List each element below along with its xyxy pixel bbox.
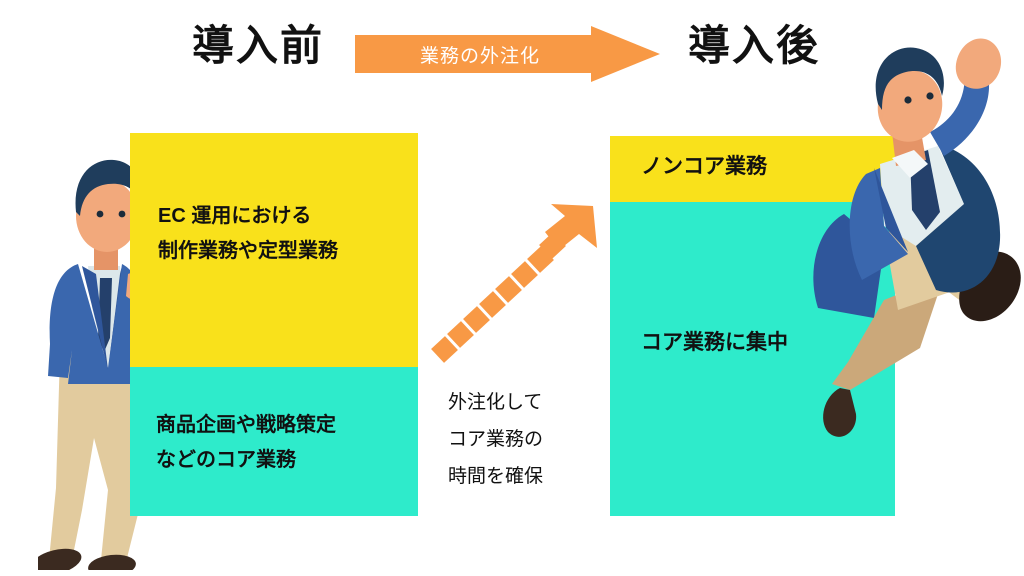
outsourcing-banner-arrow: 業務の外注化 [355, 26, 660, 82]
before-core-label: 商品企画や戦略策定 などのコア業務 [156, 414, 336, 471]
after-noncore-label: ノンコア業務 [641, 155, 767, 178]
dashed-up-right-arrow-icon [425, 200, 605, 375]
banner-arrow-label: 業務の外注化 [419, 45, 540, 67]
before-noncore-segment [130, 133, 418, 367]
middle-caption: 外注化して コア業務の 時間を確保 [448, 392, 544, 488]
before-stacked-bar [130, 133, 418, 516]
before-noncore-label: EC 運用における 制作業務や定型業務 [158, 205, 338, 262]
right-arrow-icon [591, 26, 660, 82]
before-core-segment [130, 367, 418, 516]
page-title-before: 導入前 [192, 22, 325, 69]
banner-arrow-body [355, 35, 593, 73]
page-title-after: 導入後 [688, 22, 821, 69]
after-core-label: コア業務に集中 [641, 331, 788, 354]
jumping-businessman-illustration [788, 18, 1024, 448]
after-noncore-segment [610, 136, 895, 202]
